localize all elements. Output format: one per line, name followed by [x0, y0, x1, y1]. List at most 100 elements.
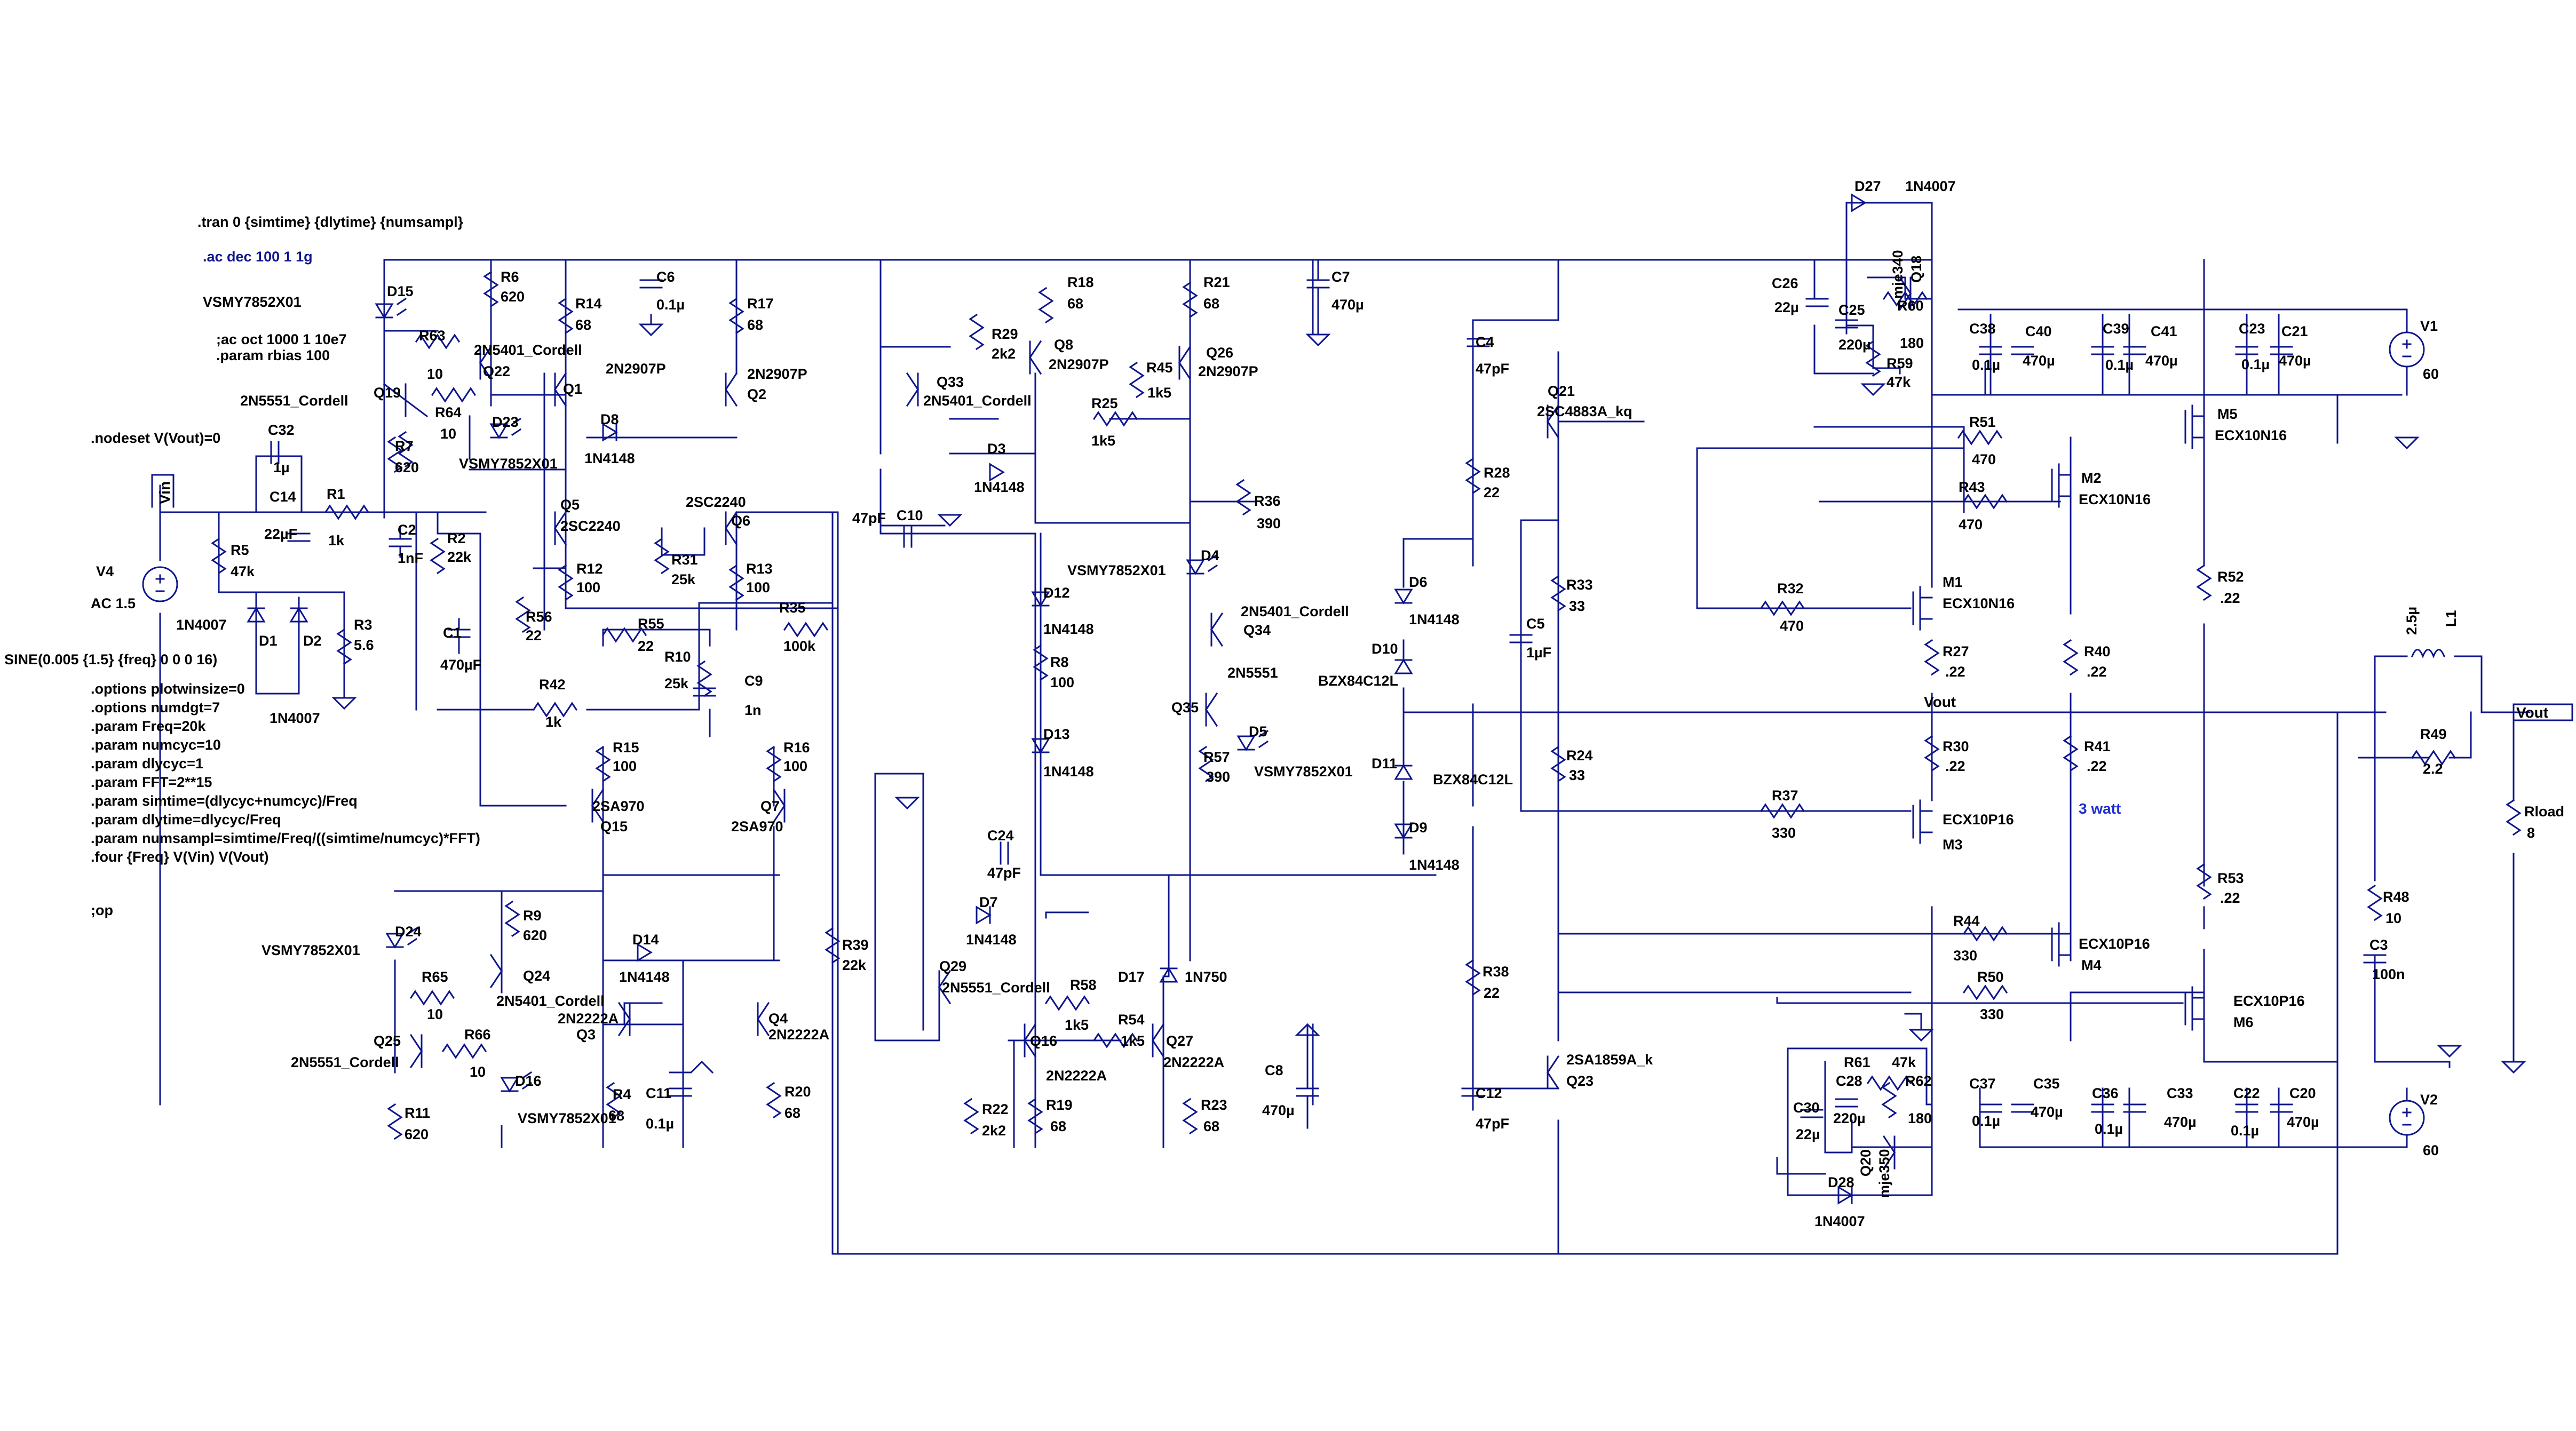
label-Q29-value: 2N5551_Cordell — [942, 980, 1050, 996]
label-D15-value: VSMY7852X01 — [203, 294, 302, 310]
label-R40: R40 — [2084, 643, 2111, 659]
directive-fft: .param FFT=2**15 — [91, 774, 212, 790]
capacitor-symbol — [287, 532, 311, 542]
resistor-symbol — [515, 596, 531, 633]
capacitor-symbol — [1835, 1098, 1858, 1108]
label-R58: R58 — [1070, 977, 1097, 993]
label-M2: M2 — [2081, 470, 2102, 486]
capacitor-symbol — [389, 527, 412, 558]
label-R53: R53 — [2217, 870, 2244, 886]
label-R66: R66 — [464, 1027, 491, 1043]
ground-symbol — [1305, 324, 1331, 347]
label-R15-value: 100 — [613, 758, 637, 774]
label-Q19-value: 2N5551_Cordell — [240, 393, 348, 409]
label-R18-value: 68 — [1067, 296, 1083, 312]
label-Q22: Q22 — [483, 363, 510, 379]
label-D9: D9 — [1409, 820, 1428, 836]
label-D24: D24 — [395, 924, 422, 940]
label-R24: R24 — [1566, 748, 1593, 764]
directive-tran: .tran 0 {simtime} {dlytime} {numsampl} — [197, 214, 464, 230]
transistor-symbol — [1151, 1023, 1165, 1058]
label-R7-value: 620 — [395, 459, 419, 475]
label-R36: R36 — [1254, 493, 1281, 509]
label-R3: R3 — [354, 617, 372, 633]
label-C3-value: 100n — [2372, 966, 2405, 982]
label-R37: R37 — [1772, 788, 1798, 804]
label-V2: V2 — [2420, 1092, 2438, 1108]
label-R6-value: 620 — [501, 289, 525, 305]
label-C41-value: 470µ — [2145, 353, 2178, 369]
label-R29-value: 2k2 — [992, 346, 1016, 362]
label-R38: R38 — [1483, 964, 1509, 980]
label-C39-value: 0.1µ — [2105, 357, 2134, 373]
transistor-symbol — [1204, 692, 1218, 727]
label-Q27-value: 2N2222A — [1163, 1054, 1224, 1070]
label-R31: R31 — [671, 552, 698, 568]
capacitor-symbol — [270, 441, 280, 464]
resistor-symbol — [504, 900, 520, 937]
mosfet-symbol — [2184, 404, 2205, 449]
capacitor-symbol — [693, 687, 716, 697]
label-C2-value: 1nF — [398, 550, 423, 566]
label-Q22-value: 2N5401_Cordell — [474, 342, 582, 358]
transistor-symbol — [617, 1001, 631, 1037]
capacitor-symbol — [2235, 346, 2258, 355]
capacitor-symbol — [1805, 298, 1829, 307]
label-C24-value: 47pF — [987, 865, 1021, 881]
label-C1-value: 470µF — [440, 657, 481, 673]
label-C33: C33 — [2167, 1085, 2193, 1101]
directive-numdgt: .options numdgt=7 — [91, 699, 220, 715]
label-C22: C22 — [2233, 1085, 2260, 1101]
label-R62-value: 180 — [1908, 1110, 1932, 1126]
label-R6: R6 — [501, 269, 519, 285]
label-D17: D17 — [1118, 969, 1145, 985]
resistor-symbol — [1962, 984, 2008, 1000]
resistor-symbol — [654, 537, 670, 575]
label-R36-value: 390 — [1257, 515, 1281, 531]
directive-four: .four {Freq} V(Vin) V(Vout) — [91, 849, 269, 865]
diode-symbol — [289, 607, 308, 623]
label-R35: R35 — [779, 600, 806, 616]
resistor-symbol — [2506, 799, 2522, 836]
label-C35: C35 — [2033, 1076, 2060, 1092]
label-C30: C30 — [1793, 1100, 1820, 1116]
led-symbol — [1237, 729, 1269, 751]
label-D13-value: 1N4148 — [1043, 764, 1094, 780]
label-R60: R60 — [1897, 298, 1924, 314]
label-M3: M3 — [1943, 837, 1963, 853]
label-Q33: Q33 — [937, 374, 964, 390]
label-D23: D23 — [492, 414, 519, 430]
label-D4: D4 — [1201, 547, 1219, 563]
label-C37-value: 0.1µ — [1972, 1113, 2000, 1129]
label-C11: C11 — [646, 1085, 671, 1101]
spice-directives: .tran 0 {simtime} {dlytime} {numsampl} .… — [4, 214, 480, 918]
label-R43: R43 — [1959, 479, 1985, 495]
label-R14-value: 68 — [575, 317, 591, 333]
label-C6-value: 0.1µ — [656, 297, 685, 313]
label-R30: R30 — [1943, 738, 1969, 754]
label-R19-value: 68 — [1050, 1118, 1066, 1134]
label-R14: R14 — [575, 296, 602, 312]
label-Q15: Q15 — [600, 818, 628, 834]
label-Q16: Q16 — [1030, 1033, 1057, 1049]
label-C38: C38 — [1969, 321, 1996, 337]
mosfet-symbol — [2051, 922, 2072, 967]
label-Q24: Q24 — [523, 968, 550, 984]
label-R51-value: 470 — [1972, 451, 1996, 467]
capacitor-symbol — [2091, 346, 2114, 355]
transistor-symbol — [1210, 612, 1224, 647]
label-R5-value: 47k — [231, 563, 255, 579]
transistor-symbol — [1178, 345, 1192, 380]
label-M1-value: ECX10N16 — [1943, 595, 2015, 611]
label-D7-value: 1N4148 — [966, 932, 1017, 948]
label-R51: R51 — [1969, 414, 1996, 430]
label-R55: R55 — [638, 616, 664, 632]
resistor-symbol — [398, 431, 414, 468]
ground-symbol — [1295, 1023, 1320, 1036]
label-Q24-value: 2N5401_Cordell — [496, 993, 605, 1009]
resistor-symbol — [1550, 745, 1566, 783]
label-R32: R32 — [1777, 581, 1804, 597]
label-R55-value: 22 — [638, 638, 654, 654]
resistor-symbol — [387, 436, 403, 473]
